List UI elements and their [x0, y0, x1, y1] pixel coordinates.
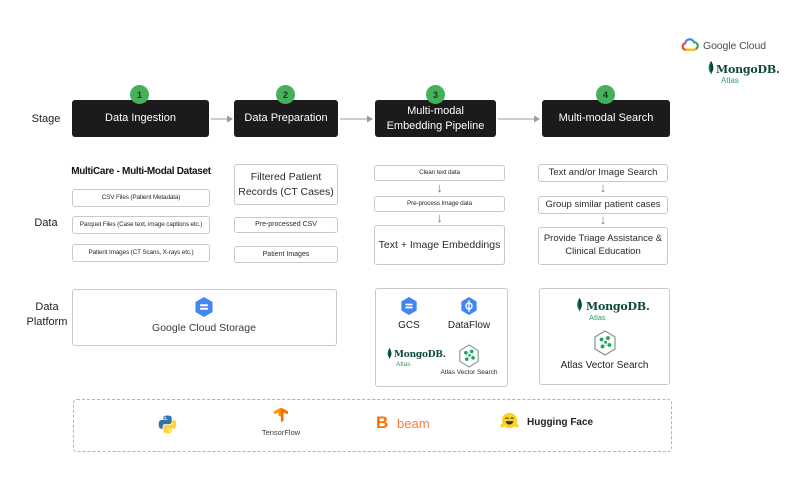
- arrow-down-icon: ↓: [599, 180, 607, 195]
- gcs-hexagon-icon: [401, 297, 417, 315]
- atlas-wordmark: Atlas: [589, 313, 606, 322]
- row-label-platform-line1: Data: [35, 301, 59, 313]
- gcs-hexagon-icon: [195, 297, 213, 317]
- data-box-filtered-records: Filtered Patient Records (CT Cases): [234, 164, 338, 205]
- step-badge-4: 4: [596, 85, 615, 104]
- data-box-embeddings: Text + Image Embeddings: [374, 225, 505, 265]
- data-box-clean-text: Clean text data: [374, 165, 505, 181]
- mongodb-leaf-icon: [707, 61, 715, 82]
- python-icon: [158, 415, 177, 434]
- dataflow-label: DataFlow: [447, 320, 491, 331]
- google-cloud-icon: [681, 38, 699, 51]
- data-box-csv-files: CSV Files (Patient Metadata): [72, 189, 210, 207]
- dataflow-hexagon-icon: [461, 297, 477, 315]
- google-cloud-logo: [681, 38, 699, 56]
- hugging-face-icon: [500, 412, 519, 429]
- data-box-parquet-files: Parquet Files (Case text, image captions…: [72, 216, 210, 234]
- mongodb-wordmark: MongoDB.: [394, 350, 446, 360]
- hugging-face-label: Hugging Face: [527, 417, 594, 428]
- atlas-wordmark: Atlas: [721, 76, 739, 85]
- mongodb-leaf-icon: [387, 348, 392, 360]
- platform-box-embedding: [375, 288, 508, 387]
- dataset-title: MultiCare - Multi-Modal Dataset: [71, 166, 211, 177]
- stage-embedding-pipeline: Multi-modal Embedding Pipeline: [375, 100, 496, 137]
- step-badge-3: 3: [426, 85, 445, 104]
- atlas-vector-search-icon: [594, 330, 616, 356]
- arrow-down-icon: ↓: [599, 212, 607, 227]
- gcs-label: GCS: [398, 320, 420, 331]
- atlas-vector-search-label: Atlas Vector Search: [560, 360, 649, 371]
- beam-icon: B: [376, 413, 389, 432]
- row-label-data: Data: [34, 217, 58, 229]
- data-box-patient-images-col1: Patient Images (CT Scans, X-rays etc.): [72, 244, 210, 262]
- atlas-vector-search-label: Atlas Vector Search: [440, 369, 498, 376]
- mongodb-leaf-icon: [577, 298, 582, 312]
- stage-multimodal-search: Multi-modal Search: [542, 100, 670, 137]
- data-box-text-image-search: Text and/or Image Search: [538, 164, 668, 182]
- beam-label: beam: [397, 416, 430, 431]
- atlas-wordmark: Atlas: [396, 361, 411, 368]
- tensorflow-label: TensorFlow: [261, 428, 301, 437]
- mongodb-wordmark: MongoDB.: [586, 300, 650, 313]
- stage-data-preparation: Data Preparation: [234, 100, 338, 137]
- storage-label: Google Cloud Storage: [152, 322, 256, 334]
- stage-data-ingestion: Data Ingestion: [72, 100, 209, 137]
- arrow-right-icon: [498, 115, 540, 123]
- row-label-data-platform: Data Platform: [18, 300, 76, 330]
- arrow-down-icon: ↓: [436, 180, 443, 195]
- step-badge-2: 2: [276, 85, 295, 104]
- mongodb-wordmark: MongoDB.: [716, 63, 780, 76]
- row-label-platform-line2: Platform: [26, 316, 68, 328]
- row-label-stage: Stage: [31, 113, 61, 125]
- tensorflow-icon: [274, 407, 288, 423]
- arrow-right-icon: [211, 115, 233, 123]
- arrow-down-icon: ↓: [436, 210, 443, 225]
- data-box-patient-images-col2: Patient Images: [234, 246, 338, 263]
- atlas-vector-search-icon: [459, 344, 479, 368]
- google-cloud-label: Google Cloud: [703, 40, 767, 52]
- arrow-right-icon: [340, 115, 373, 123]
- data-box-preprocessed-csv: Pre-processed CSV: [234, 217, 338, 233]
- data-box-triage-assistance: Provide Triage Assistance & Clinical Edu…: [538, 227, 668, 265]
- step-badge-1: 1: [130, 85, 149, 104]
- tools-container: [73, 399, 672, 452]
- data-box-preprocess-image: Pre-process Image data: [374, 196, 505, 212]
- data-box-group-cases: Group similar patient cases: [538, 196, 668, 214]
